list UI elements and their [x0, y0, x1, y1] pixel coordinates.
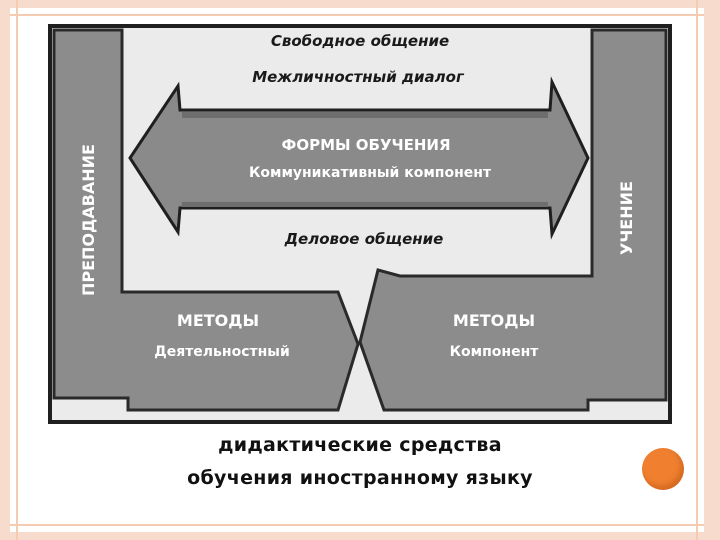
top-label-1: Свободное общение [271, 32, 449, 50]
top-label-2: Межличностный диалог [252, 68, 465, 86]
caption-line-2: обучения иностранному языку [187, 467, 533, 489]
frame-left-line [16, 0, 18, 540]
frame-right-border [704, 0, 720, 540]
frame-bottom-line [0, 524, 720, 526]
frame-left-border [0, 0, 10, 540]
frame-right-line [696, 0, 698, 540]
left-pillar-label: ПРЕПОДАВАНИЕ [79, 144, 98, 296]
teaching-diagram: Свободное общение Межличностный диалог Ф… [48, 24, 672, 424]
left-pillar [52, 28, 360, 412]
right-pillar-top [594, 32, 664, 46]
right-pillar-label: УЧЕНИЕ [617, 181, 636, 255]
left-methods-sub: Деятельностный [154, 344, 290, 360]
frame-top-line [0, 14, 720, 16]
arrow-bottom-shadow [182, 202, 548, 207]
bottom-label: Деловое общение [284, 230, 444, 248]
arrow-subtitle: Коммуникативный компонент [249, 165, 492, 181]
right-methods-title: МЕТОДЫ [453, 311, 535, 330]
arrow-title: ФОРМЫ ОБУЧЕНИЯ [281, 136, 450, 154]
orange-circle-decoration [642, 448, 684, 490]
caption-line-1: дидактические средства [218, 434, 502, 456]
frame-bottom-border [0, 532, 720, 540]
right-methods-sub: Компонент [450, 344, 540, 360]
arrow-top-shadow [182, 112, 548, 118]
frame-top-border [0, 0, 720, 8]
forms-double-arrow [128, 76, 590, 240]
left-methods-title: МЕТОДЫ [177, 311, 259, 330]
right-pillar [358, 28, 668, 412]
